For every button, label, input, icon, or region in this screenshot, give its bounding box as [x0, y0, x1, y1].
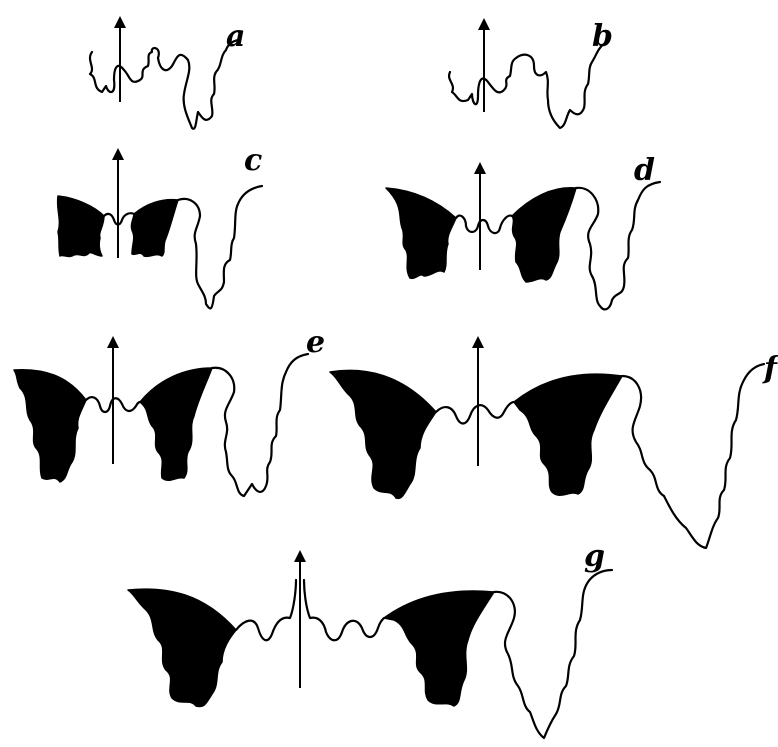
panel-label: g	[584, 539, 605, 574]
panel-label: d	[634, 153, 655, 188]
wing-left-solid	[58, 196, 104, 257]
wing-left-solid	[330, 370, 436, 498]
outline-contour	[104, 186, 262, 308]
wing-left-solid	[14, 370, 86, 482]
wing-right-solid	[514, 374, 622, 495]
panel-label: f	[762, 351, 778, 386]
wing-left-solid	[128, 589, 236, 706]
outline-contour	[90, 40, 240, 129]
panel-label: b	[592, 19, 613, 54]
wing-right-solid	[384, 591, 494, 706]
panel-label: a	[226, 19, 245, 54]
panel-label: e	[306, 325, 325, 360]
outline-contour	[449, 42, 608, 128]
panel-e: e	[14, 325, 325, 496]
panel-f: f	[330, 342, 778, 548]
panel-d: d	[386, 153, 660, 309]
panel-g: g	[128, 539, 612, 738]
wing-right-solid	[131, 200, 178, 257]
panel-c: c	[58, 143, 263, 308]
wing-right-solid	[512, 188, 576, 282]
panel-b: b	[449, 19, 613, 128]
panel-a: a	[90, 19, 245, 129]
wing-left-solid	[386, 188, 456, 278]
panel-label: c	[244, 143, 262, 178]
wing-right-solid	[140, 368, 212, 480]
